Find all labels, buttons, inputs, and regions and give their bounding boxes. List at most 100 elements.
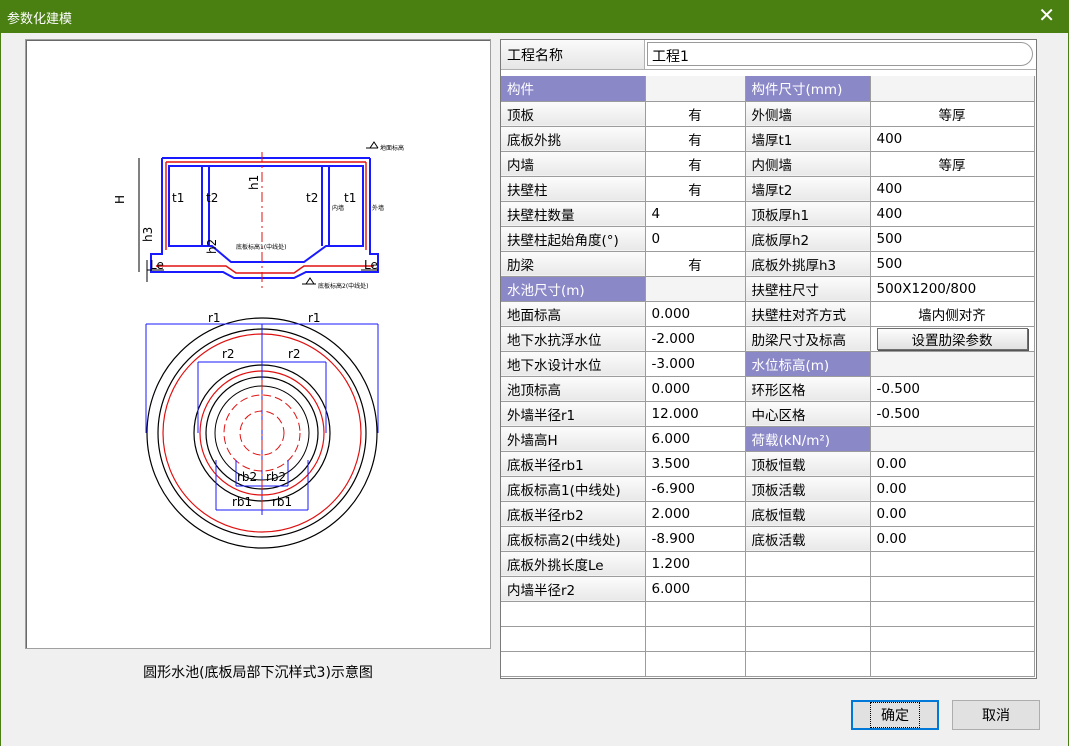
grid-value-cell[interactable]: 0.000 [645, 376, 746, 402]
grid-value-cell[interactable] [745, 576, 871, 602]
grid-value-cell[interactable]: 1.200 [645, 551, 746, 577]
grid-label-cell: 底板活载 [745, 526, 871, 552]
grid-value-cell [645, 276, 746, 302]
grid-value-cell[interactable] [870, 551, 1035, 577]
grid-button-cell[interactable]: 设置肋梁参数 [870, 326, 1035, 352]
set-rib-beam-button[interactable]: 设置肋梁参数 [876, 327, 1028, 350]
grid-value-cell[interactable]: 有 [645, 176, 746, 202]
grid-value-cell[interactable]: -8.900 [645, 526, 746, 552]
grid-value-cell[interactable] [870, 601, 1035, 627]
section-rebar [156, 161, 374, 274]
grid-value-cell[interactable]: 有 [645, 151, 746, 177]
grid-value-cell[interactable] [870, 651, 1035, 677]
grid-label-cell: 内侧墙 [745, 151, 871, 177]
grid-value-cell[interactable]: 墙内侧对齐 [870, 301, 1035, 327]
grid-value-cell[interactable]: 0.00 [870, 451, 1035, 477]
label-h3: h3 [141, 227, 155, 242]
grid-value-cell[interactable]: 500 [870, 251, 1035, 277]
grid-value-cell [870, 426, 1035, 452]
grid-value-cell[interactable]: 400 [870, 201, 1035, 227]
grid-value-cell[interactable]: -0.500 [870, 376, 1035, 402]
grid-value-cell[interactable]: 2.000 [645, 501, 746, 527]
ok-button-label: 确定 [870, 702, 920, 728]
grid-value-cell[interactable]: 400 [870, 126, 1035, 152]
grid-value-cell[interactable]: 等厚 [870, 151, 1035, 177]
grid-value-cell[interactable]: -2.000 [645, 326, 746, 352]
grid-value-cell[interactable] [870, 576, 1035, 602]
label-rb1-right: rb1 [272, 495, 292, 509]
label-t1a: t1 [172, 191, 184, 205]
grid-value-cell[interactable]: 有 [645, 101, 746, 127]
grid-label-cell: 底板半径rb1 [501, 451, 646, 477]
grid-value-cell[interactable] [501, 651, 646, 677]
window-border-left [0, 33, 1, 746]
grid-value-cell[interactable] [745, 601, 871, 627]
grid-value-cell[interactable]: 0.000 [645, 301, 746, 327]
grid-label-cell: 顶板恒载 [745, 451, 871, 477]
grid-value-cell[interactable]: 500X1200/800 [870, 276, 1035, 302]
grid-section-header: 构件尺寸(mm) [745, 76, 871, 102]
grid-value-cell[interactable] [745, 551, 871, 577]
grid-label-cell: 环形区格 [745, 376, 871, 402]
grid-label-cell: 地面标高 [501, 301, 646, 327]
label-rb1-left: rb1 [232, 495, 252, 509]
cancel-button[interactable]: 取消 [952, 700, 1040, 730]
grid-label-cell: 外墙半径r1 [501, 401, 646, 427]
grid-value-cell[interactable]: -0.500 [870, 401, 1035, 427]
grid-value-cell[interactable]: 0.00 [870, 501, 1035, 527]
label-bottom1: 底板标高1(中线处) [236, 243, 287, 251]
grid-row [501, 626, 1035, 652]
grid-value-cell[interactable]: 3.500 [645, 451, 746, 477]
grid-value-cell [870, 76, 1035, 102]
label-r2-right: r2 [288, 347, 301, 361]
grid-value-cell[interactable] [501, 626, 646, 652]
grid-value-cell[interactable]: 0 [645, 226, 746, 252]
grid-label-cell: 地下水抗浮水位 [501, 326, 646, 352]
grid-value-cell[interactable] [501, 601, 646, 627]
grid-label-cell: 底板恒载 [745, 501, 871, 527]
grid-value-cell[interactable]: 500 [870, 226, 1035, 252]
grid-label-cell: 地下水设计水位 [501, 351, 646, 377]
grid-value-cell [870, 351, 1035, 377]
grid-label-cell: 中心区格 [745, 401, 871, 427]
grid-value-cell[interactable]: 6.000 [645, 426, 746, 452]
grid-value-cell[interactable]: 12.000 [645, 401, 746, 427]
grid-value-cell[interactable]: -6.900 [645, 476, 746, 502]
grid-value-cell[interactable]: -3.000 [645, 351, 746, 377]
grid-value-cell[interactable]: 0.00 [870, 526, 1035, 552]
grid-value-cell[interactable]: 0.00 [870, 476, 1035, 502]
grid-value-cell[interactable] [870, 626, 1035, 652]
grid-value-cell[interactable]: 6.000 [645, 576, 746, 602]
grid-value-cell[interactable] [645, 651, 746, 677]
project-name-input[interactable]: 工程1 [647, 42, 1033, 66]
label-r2-left: r2 [222, 347, 235, 361]
grid-value-cell[interactable]: 等厚 [870, 101, 1035, 127]
diagram-caption: 圆形水池(底板局部下沉样式3)示意图 [143, 665, 373, 681]
label-h2: h2 [205, 239, 219, 254]
grid-value-cell[interactable]: 有 [645, 251, 746, 277]
label-H: H [113, 195, 127, 204]
grid-value-cell[interactable]: 400 [870, 176, 1035, 202]
grid-value-cell[interactable]: 4 [645, 201, 746, 227]
section-view [150, 157, 379, 279]
grid-label-cell: 底板外挑长度Le [501, 551, 646, 577]
label-ground: 地面标高 [380, 144, 404, 152]
ok-button[interactable]: 确定 [851, 700, 939, 730]
grid-label-cell: 底板外挑 [501, 126, 646, 152]
grid-value-cell[interactable] [745, 626, 871, 652]
grid-value-cell[interactable]: 有 [645, 126, 746, 152]
grid-value-cell[interactable] [645, 626, 746, 652]
close-icon[interactable]: ✕ [1038, 3, 1055, 27]
grid-value-cell[interactable] [645, 601, 746, 627]
grid-value-cell[interactable] [745, 651, 871, 677]
grid-label-cell: 扶壁柱对齐方式 [745, 301, 871, 327]
